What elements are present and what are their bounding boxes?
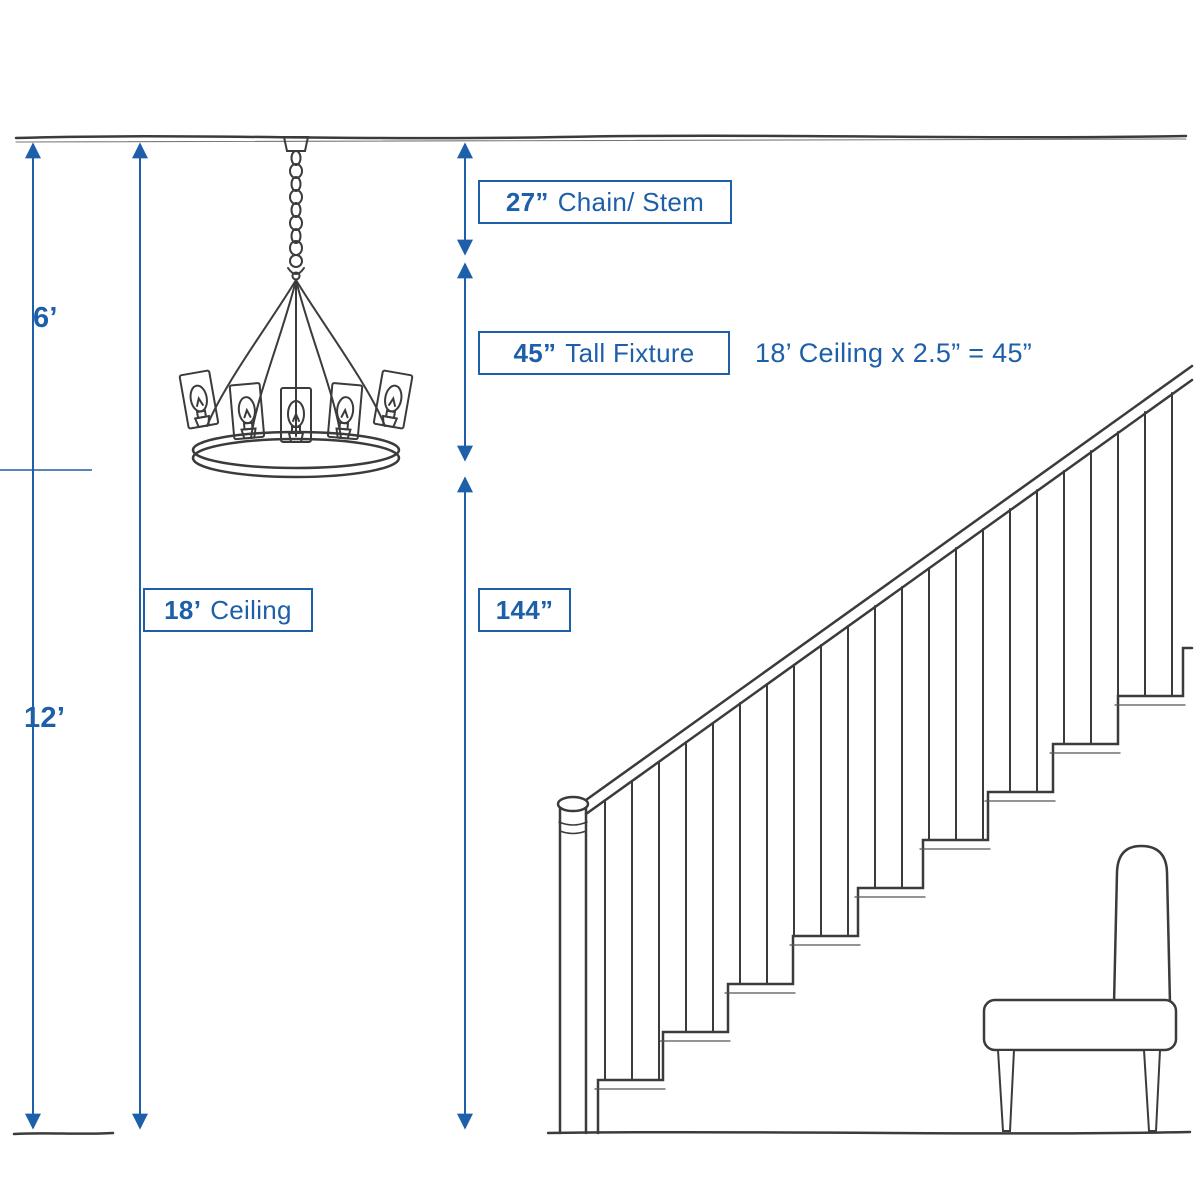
- tall-fixture-value: 45”: [513, 337, 557, 368]
- chandelier-finial: [287, 254, 305, 281]
- chair-back-leg: [1142, 1049, 1162, 1132]
- tall-fixture-text: Tall Fixture: [565, 337, 695, 368]
- label-ceiling-height: 18’ Ceiling: [143, 588, 313, 632]
- label-12ft: 12’: [24, 702, 66, 734]
- staircase-sketch: [556, 364, 1194, 1135]
- label-formula: 18’ Ceiling x 2.5” = 45”: [755, 338, 1033, 368]
- label-6ft: 6’: [33, 302, 58, 334]
- chandelier-ring: [191, 430, 401, 479]
- stair-balusters: [604, 392, 1173, 1081]
- ceiling-line: [14, 134, 1188, 143]
- label-total-drop: 144”: [478, 588, 571, 632]
- total-drop-value: 144”: [495, 594, 554, 625]
- chair-front-leg: [996, 1049, 1016, 1132]
- chair-sketch: [982, 844, 1178, 1132]
- chain-stem-value: 27”: [505, 186, 549, 217]
- label-tall-fixture: 45” Tall Fixture: [478, 331, 730, 375]
- chandelier-lights: [178, 369, 414, 443]
- chain-stem-text: Chain/ Stem: [557, 186, 705, 217]
- floor-line-left: [12, 1131, 115, 1136]
- dimension-lines: [0, 142, 473, 1130]
- label-chain-stem: 27” Chain/ Stem: [478, 180, 732, 224]
- floor-line: [12, 1130, 1192, 1136]
- ceiling-height-value: 18’: [164, 594, 202, 625]
- chandelier-chain: [289, 150, 303, 256]
- ceiling-height-text: Ceiling: [210, 594, 292, 625]
- chandelier-sketch: [178, 136, 414, 479]
- stair-newel-post: [556, 795, 590, 1135]
- chair-back: [1112, 844, 1172, 1006]
- chandelier-arms: [206, 279, 386, 439]
- floor-line-right: [546, 1130, 1192, 1135]
- stair-steps: [596, 646, 1194, 1135]
- chair-seat: [982, 998, 1178, 1052]
- stair-nosings: [594, 704, 1186, 1090]
- stair-handrail: [584, 364, 1194, 816]
- chandelier-canopy: [282, 136, 310, 152]
